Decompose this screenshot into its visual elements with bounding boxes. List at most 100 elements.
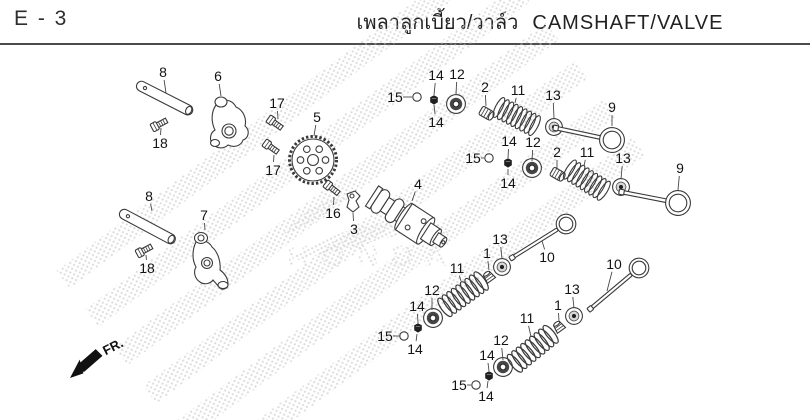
part-callout-9: 9 [676,160,684,176]
callout-leader-line [487,362,490,372]
bolt-18-top [149,116,170,133]
callout-leader-line [433,104,436,115]
part-callout-15: 15 [451,377,467,393]
callout-leader-line [606,271,613,292]
part-callout-10: 10 [606,256,622,272]
part-callout-13: 13 [615,150,631,166]
part-callout-14: 14 [501,133,517,149]
part-callout-12: 12 [424,282,440,298]
callout-leader-line [484,94,487,107]
part-callout-10: 10 [539,249,555,265]
part-callout-3: 3 [350,221,358,237]
front-direction-arrow: FR. [70,335,126,378]
callout-leader-line [572,296,575,309]
valve-nut-14-row2 [503,157,513,169]
part-callout-14: 14 [500,175,516,191]
part-callout-14: 14 [479,347,495,363]
cam-sprocket-5 [288,135,338,185]
part-callout-2: 2 [553,144,561,160]
callout-leader-line [487,260,490,271]
part-callout-12: 12 [449,66,465,82]
callout-leader-line [277,110,279,120]
part-callout-14: 14 [428,67,444,83]
callout-leader-line [160,127,162,136]
part-callout-16: 16 [325,205,341,221]
callout-leader-line [500,246,503,260]
page-title-english: CAMSHAFT/VALVE [532,12,724,34]
valve-spring-11-row4 [504,322,562,375]
valve-cotter-15-row3 [399,331,409,341]
callout-leader-line [558,312,560,322]
part-callout-12: 12 [525,134,541,150]
part-callout-12: 12 [493,332,509,348]
part-callout-11: 11 [450,260,465,276]
part-callout-17: 17 [265,162,281,178]
callout-leader-line [583,159,586,167]
part-callout-8: 8 [145,188,153,204]
callout-leader-line [528,325,532,338]
callout-leader-line [531,149,534,162]
part-callout-13: 13 [492,231,508,247]
valve-nut-14-row4 [484,370,494,382]
callout-leader-line [458,275,462,282]
bolt-17-bottom [261,138,281,157]
part-callout-2: 2 [481,79,489,95]
valve-cotter-15-row2 [484,153,494,163]
part-callout-11: 11 [580,144,595,160]
callout-leader-line [415,333,418,342]
part-callout-14: 14 [428,114,444,130]
page-code: E - 3 [14,7,69,30]
callout-leader-line [150,203,153,212]
callout-leader-line [507,148,509,159]
callout-leader-line [313,124,317,137]
callout-leader-line [273,154,275,163]
callout-leader-line [677,175,680,191]
part-callout-14: 14 [407,341,423,357]
callout-leader-line [204,222,206,231]
part-callout-15: 15 [377,328,393,344]
part-callout-8: 8 [159,64,167,80]
callout-leader-line [411,191,416,202]
callout-leader-line [514,97,517,104]
part-callout-1: 1 [483,245,491,261]
callout-leader-line [352,212,354,222]
part-callout-4: 4 [414,176,422,192]
part-callout-13: 13 [545,87,561,103]
callout-leader-line [486,380,489,389]
callout-leader-line [620,165,623,180]
part-callout-11: 11 [520,310,535,326]
sprocket-plate-3 [346,190,361,213]
header-divider [0,43,810,45]
rocker-arm-7 [192,231,229,290]
callout-leader-line [541,240,546,250]
valve-nut-14-row3 [413,322,423,334]
valve-nut-14-row1 [429,94,439,105]
callout-leader-line [552,102,555,119]
part-callout-13: 13 [564,281,580,297]
callout-leader-line [218,83,222,97]
callout-leader-line [417,313,419,324]
part-callout-14: 14 [478,388,494,404]
callout-leader-line [501,347,504,361]
camshaft-4 [364,185,448,248]
part-callout-6: 6 [214,68,222,84]
part-callout-15: 15 [465,150,481,166]
valve-cotter-15-row1 [412,92,422,102]
callout-leader-line [433,82,436,96]
callout-leader-line [163,79,167,94]
part-callout-1: 1 [554,297,562,313]
part-callout-17: 17 [269,95,285,111]
callout-leader-line [455,81,458,96]
part-callout-9: 9 [608,99,616,115]
part-callout-7: 7 [200,207,208,223]
part-callout-5: 5 [313,109,321,125]
part-callout-11: 11 [511,82,526,98]
part-callout-14: 14 [409,298,425,314]
part-callout-18: 18 [139,260,155,276]
callout-leader-line [333,196,335,206]
watermark-text: HONDA [287,240,459,273]
rocker-arm-6 [209,96,249,149]
part-callout-15: 15 [387,89,403,105]
